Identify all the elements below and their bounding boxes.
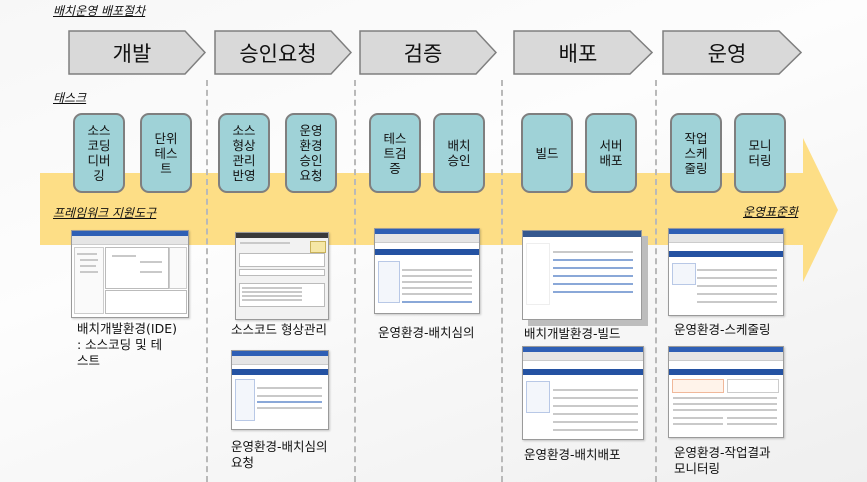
task-monitoring: 모니 터링 — [734, 113, 786, 193]
build-screen — [522, 230, 642, 320]
task-test-verification: 테스 트검 증 — [369, 113, 421, 193]
task-job-scheduling: 작업 스케 줄링 — [670, 113, 722, 193]
task-server-deploy: 서버 배포 — [585, 113, 637, 193]
stage-divider — [655, 80, 657, 482]
stage-divider — [206, 80, 208, 482]
stage-label: 검증 — [403, 41, 443, 66]
tool-caption-ide: 배치개발환경(IDE) : 소스코딩 및 테 스트 — [77, 321, 177, 368]
deploy-screen — [522, 346, 644, 440]
task-build: 빌드 — [521, 113, 573, 193]
task-source-config-management: 소스 형상 관리 반영 — [218, 113, 270, 193]
stage-verification: 검증 — [359, 30, 497, 75]
task-source-coding-debugging: 소스 코딩 디버 깅 — [73, 113, 125, 193]
stage-approval-request: 승인요청 — [214, 30, 352, 75]
task-batch-approval: 배치 승인 — [433, 113, 485, 193]
stage-label: 개발 — [112, 41, 152, 66]
tool-caption-review-request: 운영환경-배치심의 요청 — [231, 439, 328, 470]
tool-caption-monitoring: 운영환경-작업결과 모니터링 — [674, 445, 771, 476]
stage-deploy: 배포 — [513, 30, 653, 75]
tool-caption-scheduling: 운영환경-스케줄링 — [674, 322, 771, 337]
standardization-label: 운영표준화 — [743, 205, 799, 219]
scheduling-screen — [668, 228, 784, 316]
tool-caption-build: 배치개발환경-빌드 — [524, 326, 621, 341]
stage-label: 운영 — [707, 41, 747, 66]
process-title: 배치운영 배포절차 — [53, 4, 146, 18]
review-screen — [374, 228, 480, 314]
task-ops-approval-request: 운영 환경 승인 요청 — [285, 113, 337, 193]
tasks-title: 태스크 — [53, 91, 87, 105]
stage-label: 승인요청 — [239, 41, 317, 66]
stage-label: 배포 — [558, 41, 598, 66]
tools-title: 프레임워크 지원도구 — [53, 206, 157, 220]
stage-divider — [501, 80, 503, 482]
stage-operation: 운영 — [662, 30, 802, 75]
review-request-screen — [231, 350, 329, 430]
ide-screenshot — [71, 230, 189, 318]
tool-caption-svn: 소스코드 형상관리 — [231, 322, 327, 337]
tool-caption-review: 운영환경-배치심의 — [378, 325, 475, 340]
stage-divider — [354, 80, 356, 482]
task-unit-test: 단위 테스 트 — [140, 113, 192, 193]
svn-commit-dialog — [235, 232, 329, 320]
monitoring-screen — [668, 346, 784, 438]
tool-caption-deploy: 운영환경-배치배포 — [524, 447, 621, 462]
stage-develop: 개발 — [68, 30, 206, 75]
